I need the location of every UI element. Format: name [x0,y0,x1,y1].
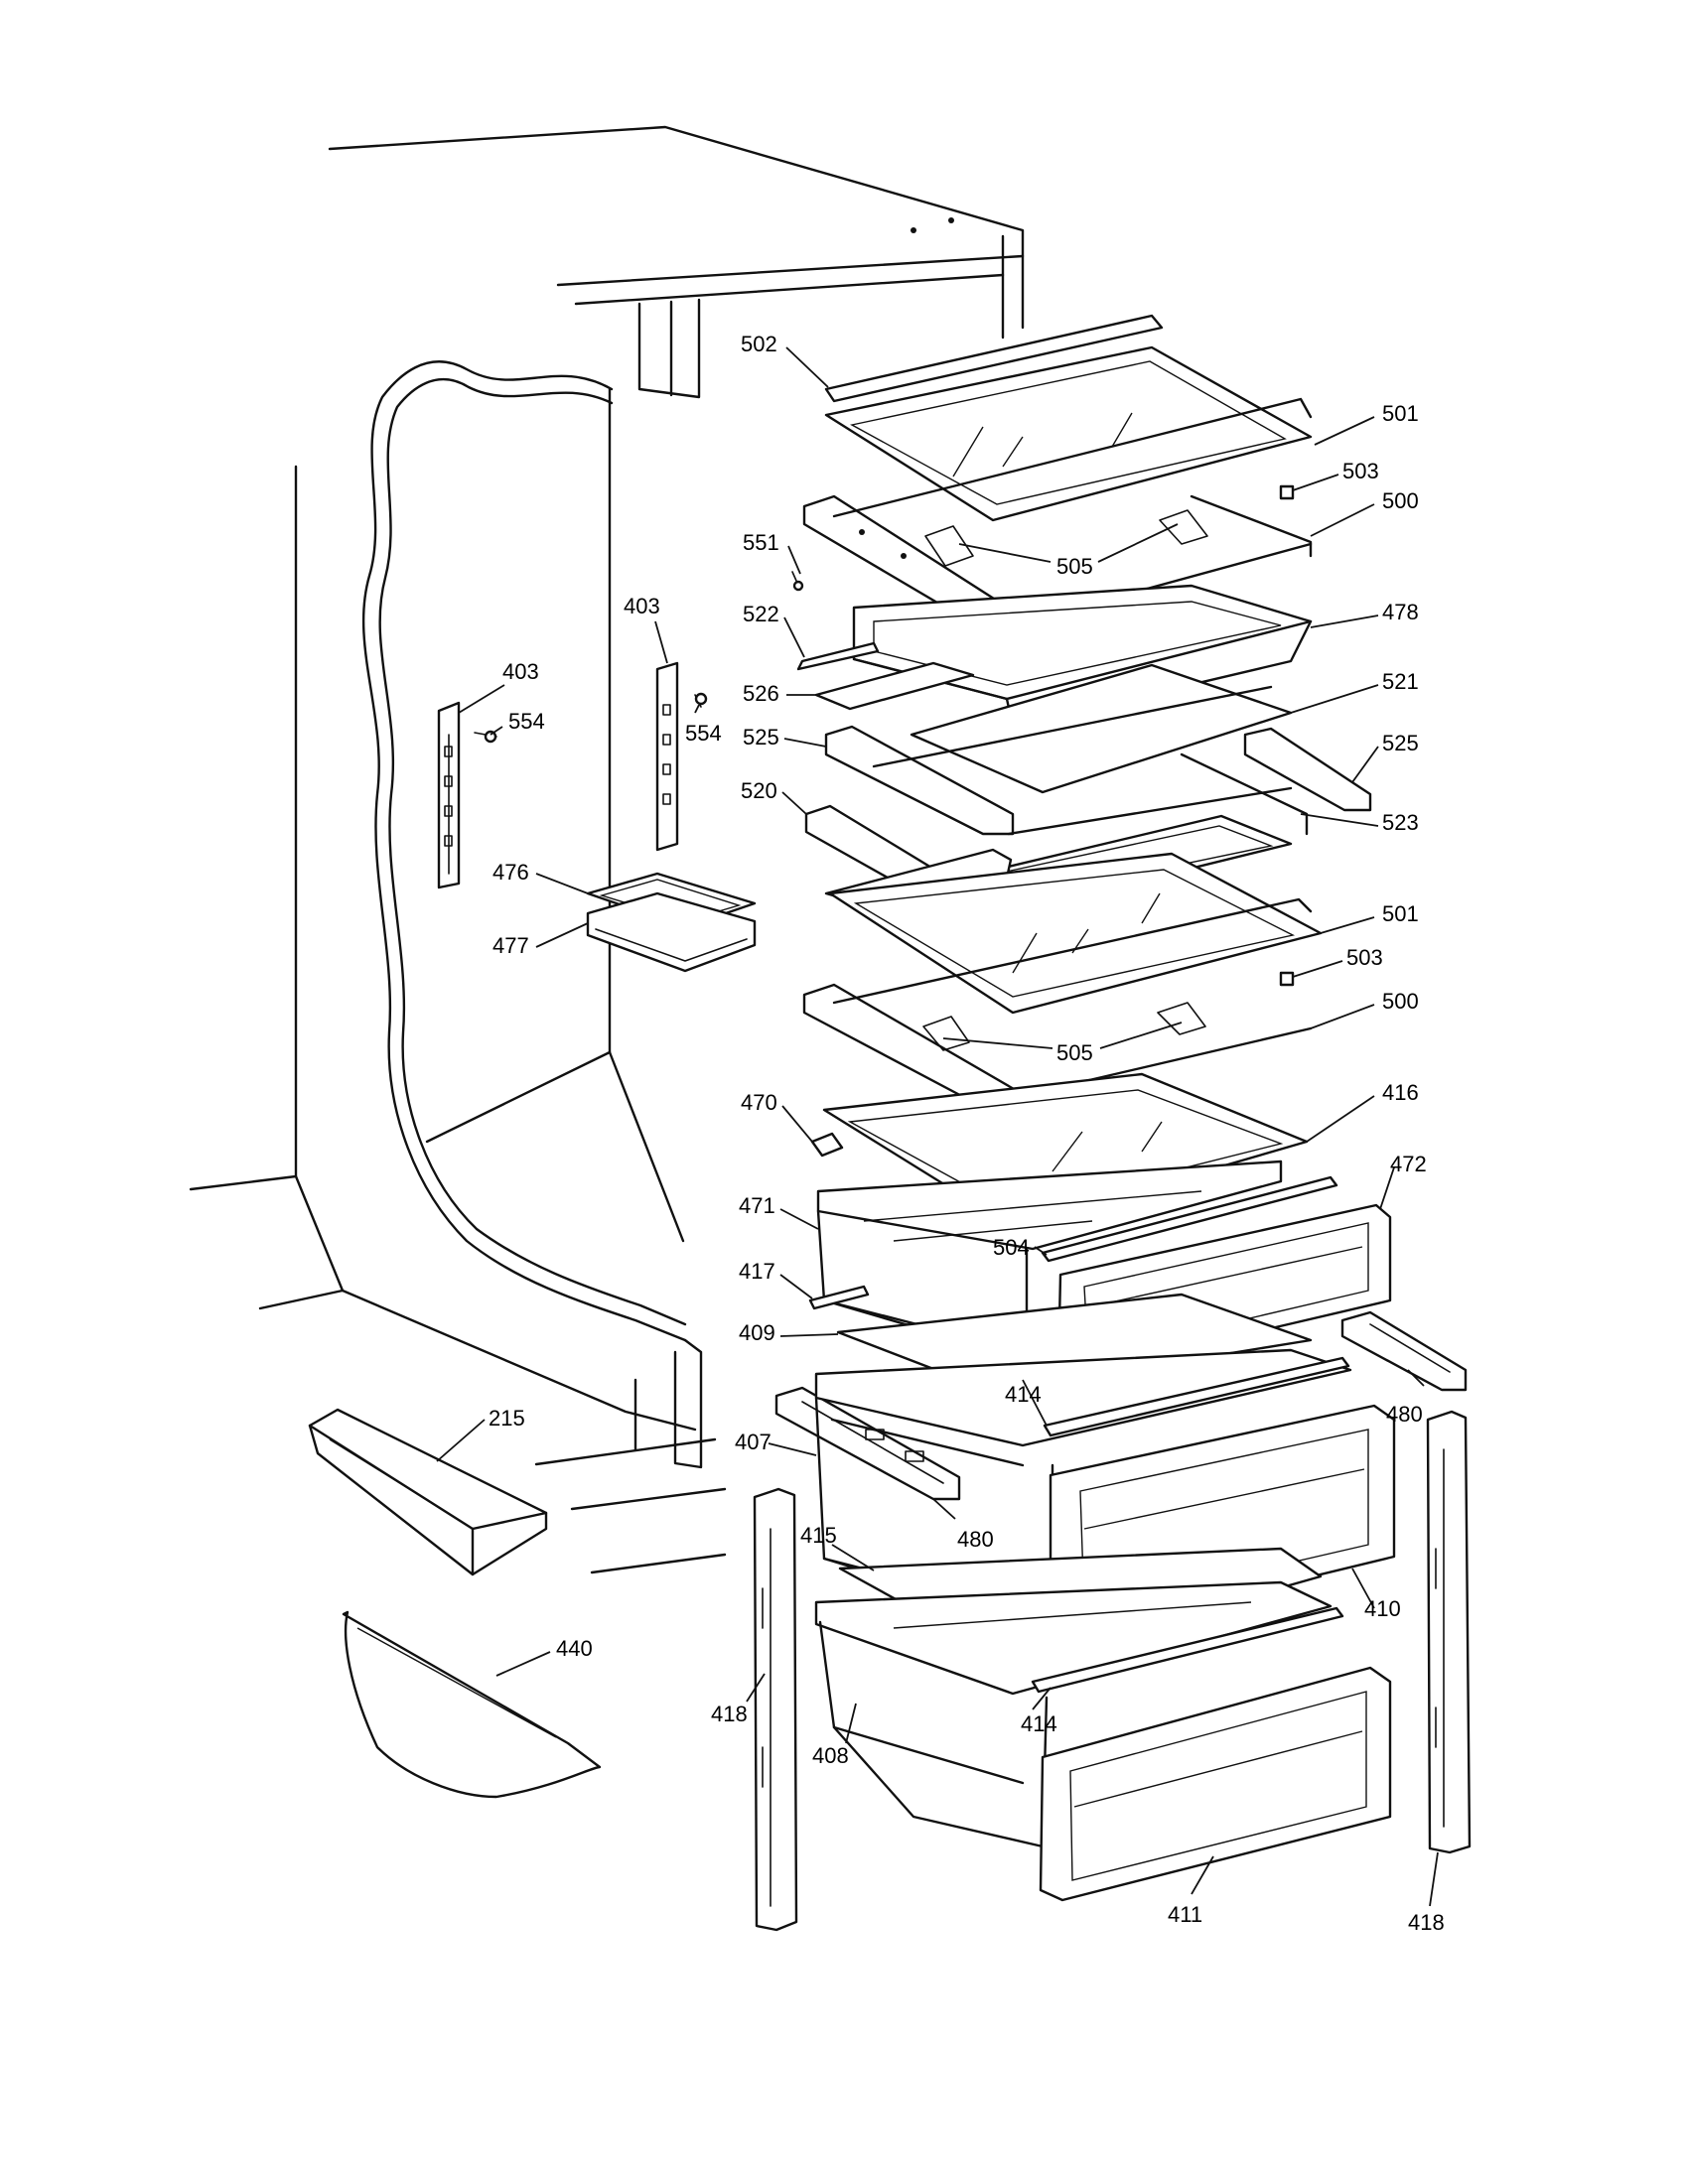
callout-504: 504 [993,1235,1030,1260]
slide-rail-480-left [774,1386,961,1501]
rod-417 [808,1285,870,1310]
callout-554-right: 554 [685,721,722,746]
callout-403-left: 403 [502,659,539,684]
door-trim-440 [342,1610,602,1799]
cover-526 [814,661,975,711]
callout-525-left: 525 [743,725,779,750]
callout-551: 551 [743,530,779,555]
callout-408: 408 [812,1743,849,1768]
callout-labels: 502 501 503 500 551 505 403 403 522 478 … [489,332,1445,1935]
drawer-front-411 [1039,1666,1392,1902]
slide-frame-525 [824,685,1372,836]
callout-440: 440 [556,1636,593,1661]
callout-416: 416 [1382,1080,1419,1105]
callout-476: 476 [492,860,529,885]
callout-415: 415 [800,1523,837,1548]
callout-411: 411 [1168,1902,1202,1927]
callout-500-top: 500 [1382,488,1419,513]
callout-523: 523 [1382,810,1419,835]
rod-522 [796,641,880,671]
callout-502: 502 [741,332,777,356]
callout-418-left: 418 [711,1702,748,1726]
callout-522: 522 [743,602,779,626]
callout-478: 478 [1382,600,1419,624]
callout-472: 472 [1390,1152,1427,1176]
screw-554-right [694,692,708,708]
callout-409: 409 [739,1320,775,1345]
callout-215: 215 [489,1406,525,1431]
leader-lines [436,346,1439,1907]
shelf-rail-left [437,701,461,889]
trim-414-bottom [1031,1606,1344,1694]
callout-407: 407 [735,1430,772,1454]
cabinet-outline [189,125,1025,1574]
callout-520: 520 [741,778,777,803]
shelf-glass-top [824,314,1313,522]
callout-505-top: 505 [1056,554,1093,579]
callout-480-right: 480 [1386,1402,1423,1427]
callout-470: 470 [741,1090,777,1115]
bumper-503-middle [1279,971,1295,987]
callout-503-top: 503 [1342,459,1379,483]
screw-551 [791,571,804,592]
callout-500-middle: 500 [1382,989,1419,1014]
shelf-rail-right [655,661,679,852]
callout-501-top: 501 [1382,401,1419,426]
callout-414-top: 414 [1005,1382,1042,1407]
callout-403-right: 403 [624,594,660,618]
callout-414-bottom: 414 [1021,1711,1057,1736]
callout-521: 521 [1382,669,1419,694]
bumper-503-top [1279,484,1295,500]
callout-477: 477 [492,933,529,958]
callout-501-middle: 501 [1382,901,1419,926]
clip-470 [810,1132,844,1158]
callout-418-right: 418 [1408,1910,1445,1935]
callout-505-middle: 505 [1056,1040,1093,1065]
callout-417: 417 [739,1259,775,1284]
callout-526: 526 [743,681,779,706]
drawer-rail-418-left [753,1487,798,1932]
trim-504 [1041,1175,1338,1263]
callout-410: 410 [1364,1596,1401,1621]
drawer-rail-418-right [1426,1410,1472,1854]
callout-480-left: 480 [957,1527,994,1552]
callout-554-left: 554 [508,709,545,734]
screw-554-left [474,730,497,744]
door-bin-215 [308,1408,548,1576]
callout-471: 471 [739,1193,775,1218]
callout-525-right: 525 [1382,731,1419,755]
slide-rail-480-right [1340,1310,1468,1392]
snack-pan-476-477 [586,872,757,973]
trim-414-top [1043,1356,1350,1437]
callout-503-middle: 503 [1346,945,1383,970]
